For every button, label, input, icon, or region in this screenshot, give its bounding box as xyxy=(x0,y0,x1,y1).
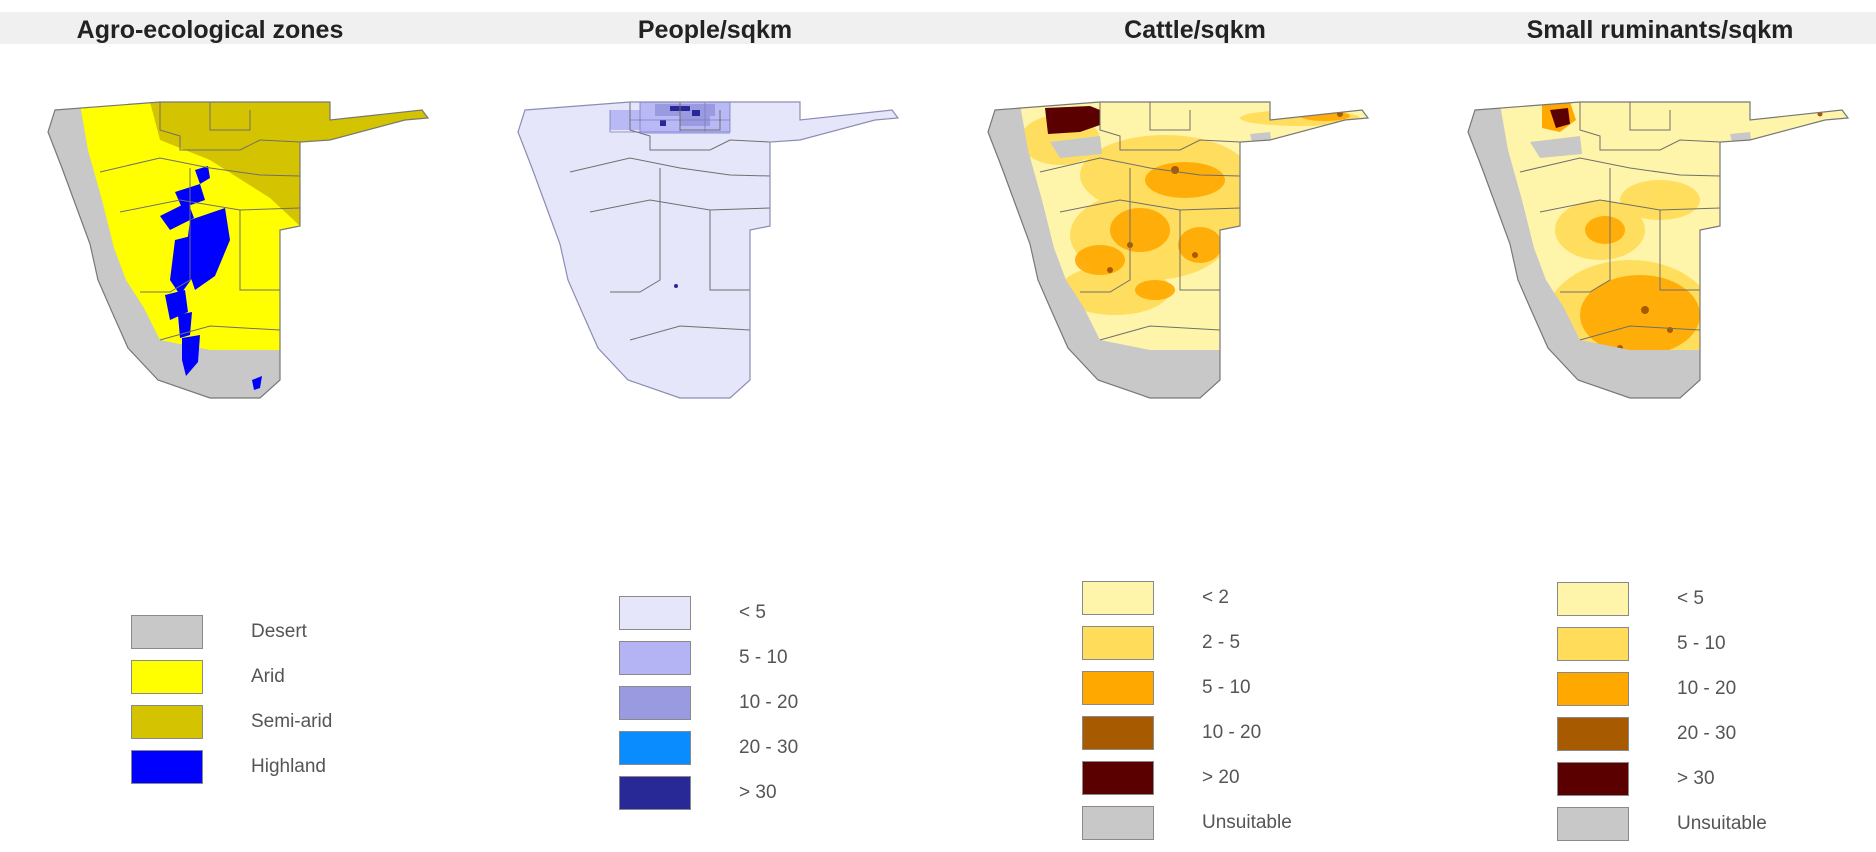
title-bar xyxy=(0,12,1876,44)
legend-label: > 30 xyxy=(1677,768,1715,789)
map-ruminants-svg xyxy=(1467,101,1849,399)
panel-title-agro-zones: Agro-ecological zones xyxy=(76,16,344,44)
legend-label: Desert xyxy=(251,621,307,642)
legend-swatch xyxy=(1557,717,1629,751)
legend-label: 10 - 20 xyxy=(1677,678,1737,699)
legend-label: < 5 xyxy=(739,602,766,623)
legend-label: Unsuitable xyxy=(1677,813,1767,834)
legend-label: 5 - 10 xyxy=(1202,677,1251,698)
legend-swatch xyxy=(131,750,203,784)
map-agro-ecological-zones xyxy=(10,80,470,470)
map-cattle-svg xyxy=(987,101,1369,399)
legend-label: < 5 xyxy=(1677,588,1704,609)
map-agro-svg xyxy=(47,101,429,399)
legend-swatch xyxy=(1082,626,1154,660)
legend-label: 20 - 30 xyxy=(1677,723,1737,744)
legend-swatch xyxy=(619,731,691,765)
legend-label: > 20 xyxy=(1202,767,1240,788)
legend-label: 10 - 20 xyxy=(739,692,799,713)
legend-swatch xyxy=(619,641,691,675)
legend-swatch xyxy=(1082,581,1154,615)
legend-swatch xyxy=(131,660,203,694)
legend-label: 20 - 30 xyxy=(739,737,799,758)
legend-label: 2 - 5 xyxy=(1202,632,1241,653)
legend-label: > 30 xyxy=(739,782,777,803)
legend-label: < 2 xyxy=(1202,587,1229,608)
legend-swatch xyxy=(131,615,203,649)
legend-swatch xyxy=(1557,672,1629,706)
legend-swatch xyxy=(1082,716,1154,750)
legend-swatch xyxy=(619,776,691,810)
legend-swatch xyxy=(619,686,691,720)
legend-swatch xyxy=(1082,671,1154,705)
legend-swatch xyxy=(1557,627,1629,661)
legend-label: 5 - 10 xyxy=(739,647,788,668)
legend-label: Semi-arid xyxy=(251,711,333,732)
map-people-svg xyxy=(517,101,899,399)
legend-label: 5 - 10 xyxy=(1677,633,1726,654)
legend-label: Unsuitable xyxy=(1202,812,1292,833)
legend-swatch xyxy=(619,596,691,630)
legend-swatch xyxy=(1557,807,1629,841)
legend-swatch xyxy=(1082,761,1154,795)
panel-title-small-ruminants: Small ruminants/sqkm xyxy=(1526,16,1794,44)
legend-swatch xyxy=(1557,582,1629,616)
legend-label: 10 - 20 xyxy=(1202,722,1262,743)
panel-title-people: People/sqkm xyxy=(637,16,793,44)
map-small-ruminants-density xyxy=(1430,80,1876,470)
legend-label: Highland xyxy=(251,756,326,777)
legend-swatch xyxy=(1082,806,1154,840)
legend-swatch xyxy=(131,705,203,739)
map-people-density xyxy=(480,80,940,470)
legend-label: Arid xyxy=(251,666,285,687)
panel-title-cattle: Cattle/sqkm xyxy=(1124,16,1266,44)
legend-swatch xyxy=(1557,762,1629,796)
map-cattle-density xyxy=(950,80,1410,470)
